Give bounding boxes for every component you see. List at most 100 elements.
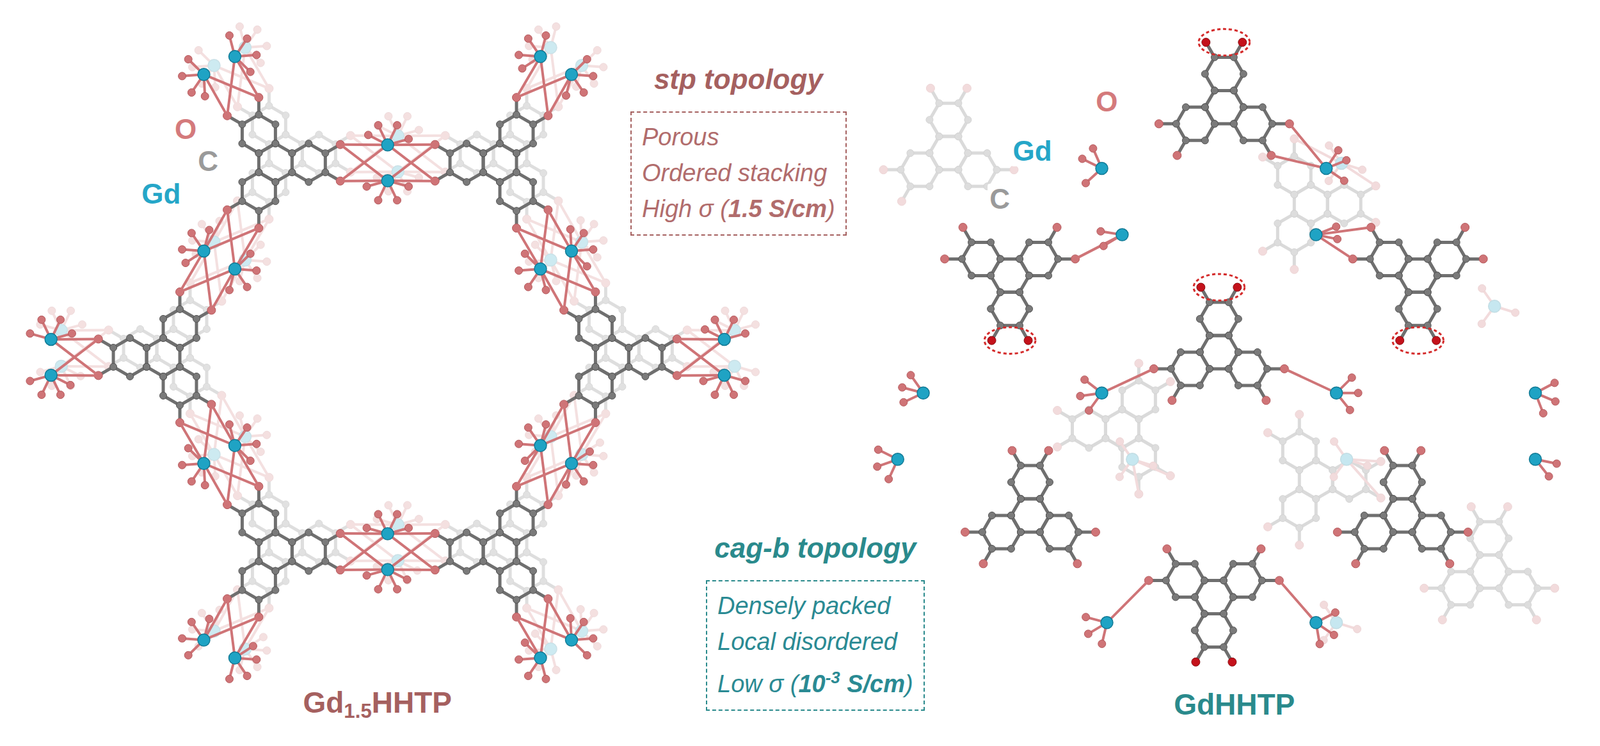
carbon-atom (1279, 456, 1287, 464)
carbon-atom (480, 149, 488, 157)
carbon-atom (282, 112, 290, 120)
carbon-atom (1340, 219, 1348, 227)
carbon-atom (1505, 534, 1513, 542)
carbon-atom (288, 168, 296, 176)
carbon-atom (176, 343, 184, 351)
carbon-atom (496, 528, 504, 536)
oxygen-atom (205, 225, 214, 234)
carbon-atom (1476, 517, 1484, 525)
oxygen-atom (590, 468, 598, 477)
carbon-atom (272, 140, 280, 148)
carbon-atom (1279, 514, 1287, 522)
carbon-atom (926, 149, 934, 157)
oxygen-atom (740, 306, 749, 315)
carbon-atom (480, 538, 488, 546)
carbon-atom (1296, 428, 1304, 436)
gd-atom (565, 68, 578, 81)
oxygen-atom (252, 266, 261, 275)
carbon-atom (506, 131, 514, 139)
oxygen-atom (184, 55, 192, 64)
oxygen-atom (384, 112, 393, 121)
carbon-atom (170, 325, 178, 333)
oxygen-atom (1263, 428, 1272, 437)
oxygen-atom (1295, 410, 1304, 419)
carbon-atom (1135, 434, 1143, 442)
hhtp-linker (570, 278, 692, 418)
carbon-atom (1064, 511, 1072, 519)
carbon-atom (935, 133, 943, 141)
carbon-atom (523, 102, 531, 110)
oxygen-atom (711, 391, 719, 399)
carbon-atom (176, 362, 184, 370)
carbon-atom (298, 160, 306, 168)
carbon-atom (143, 343, 151, 351)
oxygen-atom (1438, 615, 1447, 624)
gd-atom (381, 174, 394, 187)
carbon-atom (496, 528, 504, 536)
oxygen-atom (259, 632, 267, 641)
hhtp-linker (440, 84, 563, 224)
carbon-atom (1505, 567, 1513, 575)
carbon-atom (506, 188, 514, 196)
oxygen-atom (515, 655, 523, 664)
oxygen-atom (200, 92, 209, 100)
carbon-atom (1524, 600, 1532, 608)
carbon-atom (1205, 364, 1213, 372)
carbon-atom (1102, 434, 1110, 442)
gd-center (179, 209, 261, 311)
carbon-atom (1324, 190, 1332, 198)
carbon-atom (463, 178, 471, 186)
carbon-atom (126, 372, 134, 380)
carbon-atom (186, 353, 194, 361)
carbon-atom (1182, 103, 1190, 111)
carbon-atom (480, 557, 488, 565)
carbon-atom (513, 538, 521, 546)
oxygen-atom (364, 131, 372, 139)
carbon-atom (446, 538, 454, 546)
carbon-atom (618, 305, 626, 313)
gd-atom (228, 439, 241, 452)
carbon-atom (1433, 272, 1441, 280)
carbon-atom (298, 548, 306, 556)
gd-atom (718, 332, 731, 345)
gd-atom (381, 563, 394, 576)
carbon-atom (272, 197, 280, 205)
hhtp-linker (1258, 134, 1380, 274)
oxygen-atom (263, 646, 271, 655)
carbon-atom (1239, 70, 1247, 78)
gd-center (677, 338, 750, 399)
carbon-atom (248, 131, 256, 139)
carbon-atom (315, 519, 323, 527)
oxygen-atom (590, 79, 598, 88)
gd-o-bond (387, 144, 436, 182)
oxygen-atom (253, 273, 262, 282)
carbon-atom (1135, 434, 1143, 442)
carbon-atom (513, 499, 521, 507)
oxygen-atom (599, 236, 608, 245)
hhtp-linker (430, 93, 553, 233)
oxygen-atom (1115, 472, 1124, 481)
oxygen-atom (243, 34, 251, 43)
gd-center (516, 403, 598, 505)
oxygen-atom (235, 22, 244, 31)
gd-o-bond (340, 533, 388, 570)
carbon-atom (529, 509, 537, 517)
oxygen-atom (552, 22, 560, 31)
carbon-atom (1296, 466, 1304, 474)
carbon-atom (143, 362, 151, 370)
carbon-atom (1395, 305, 1403, 313)
oxygen-atom (178, 72, 187, 80)
carbon-atom (1296, 485, 1304, 493)
gd-atom (1330, 616, 1343, 629)
carbon-atom (1210, 87, 1218, 95)
carbon-atom (513, 149, 521, 157)
carbon-atom (110, 362, 118, 370)
gd-atom (544, 254, 557, 267)
hhtp-linker (233, 84, 356, 224)
carbon-atom (652, 325, 660, 333)
carbon-atom (641, 334, 649, 342)
gd-o-bond (340, 144, 388, 182)
gd-atom (197, 245, 210, 258)
carbon-atom (592, 305, 600, 313)
carbon-atom (496, 509, 504, 517)
